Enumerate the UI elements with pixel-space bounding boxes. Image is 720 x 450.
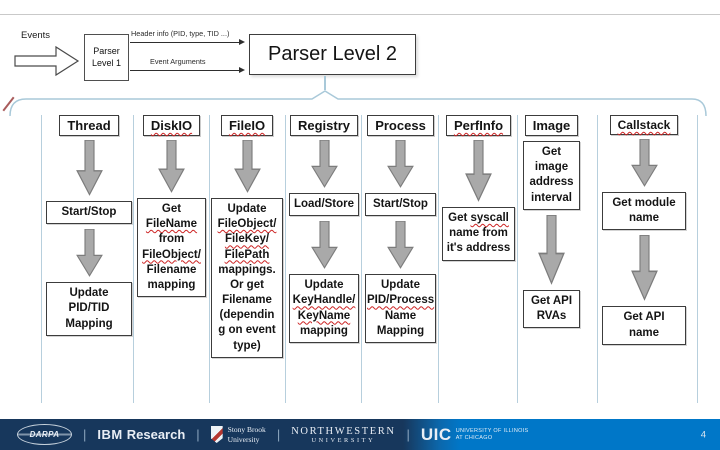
stony-brook-text: Stony Brook University xyxy=(228,425,266,444)
arrowhead-icon xyxy=(239,66,245,73)
column-header-diskio: DiskIO xyxy=(142,115,201,136)
down-arrow-icon xyxy=(630,139,658,187)
header-info-label: Header info (PID, type, TID ...) xyxy=(131,29,230,38)
down-arrow-icon xyxy=(310,140,338,188)
events-label: Events xyxy=(21,30,51,41)
northwestern-logo: NORTHWESTERN UNIVERSITY xyxy=(291,426,395,444)
flow-box-registry: Load/Store xyxy=(289,193,359,217)
column-header-callstack: Callstack xyxy=(609,115,679,135)
brace-connector-line xyxy=(324,76,326,90)
parser-level-1-label: Parser Level 1 xyxy=(91,46,122,68)
down-arrow-icon xyxy=(465,140,492,202)
ibm-research-logo: IBM Research xyxy=(97,427,185,442)
uic-line1: UNIVERSITY OF ILLINOIS xyxy=(455,427,529,434)
column-header-process: Process xyxy=(367,115,434,136)
column-separator xyxy=(41,115,42,403)
down-arrow-icon xyxy=(158,140,185,193)
down-arrow-icon xyxy=(538,214,565,285)
page-number: 4 xyxy=(700,429,706,440)
footer-separator: | xyxy=(276,427,281,442)
down-arrow-icon xyxy=(233,140,261,193)
northwestern-line2: UNIVERSITY xyxy=(311,436,376,444)
header-info-arrow xyxy=(130,38,245,45)
column-header-registry: Registry xyxy=(289,115,359,136)
events-block-arrow-icon xyxy=(14,45,80,77)
column-header-thread: Thread xyxy=(59,115,119,136)
footer-bar: DARPA | IBM Research | Stony Brook Unive… xyxy=(0,419,720,450)
footer-separator: | xyxy=(196,427,200,442)
horizontal-brace-icon xyxy=(9,90,707,117)
down-arrow-icon xyxy=(630,235,658,302)
ibm-logo-text: IBM xyxy=(97,427,123,442)
down-arrow-icon xyxy=(75,229,103,278)
uic-line2: AT CHICAGO xyxy=(455,434,493,441)
uic-university-text: UNIVERSITY OF ILLINOIS AT CHICAGO xyxy=(456,428,529,442)
down-arrow-icon xyxy=(387,221,414,270)
down-arrow-icon xyxy=(310,221,338,270)
footer-separator: | xyxy=(83,427,87,442)
column-separator xyxy=(597,115,598,403)
column-separator xyxy=(361,115,362,403)
ibm-research-text: Research xyxy=(126,427,186,442)
parser-level-2-label: Parser Level 2 xyxy=(268,43,397,65)
down-arrow-icon xyxy=(387,140,414,188)
column-separator xyxy=(517,115,518,403)
stony-brook-line1: Stony Brook xyxy=(227,425,266,435)
flow-box-process: Start/Stop xyxy=(365,193,436,217)
darpa-logo: DARPA xyxy=(17,424,72,445)
darpa-label: DARPA xyxy=(29,430,60,439)
event-arguments-label: Event Arguments xyxy=(150,57,206,66)
column-separator xyxy=(133,115,134,403)
down-arrow-icon xyxy=(75,140,103,196)
column-header-image: Image xyxy=(524,115,579,136)
stony-brook-logo: Stony Brook University xyxy=(210,425,266,444)
parser-level-1-box: Parser Level 1 xyxy=(84,34,129,81)
column-header-perfinfo: PerfInfo xyxy=(445,115,512,136)
parser-level-2-box: Parser Level 2 xyxy=(249,34,416,75)
column-separator xyxy=(285,115,286,403)
flow-box-thread: Start/Stop xyxy=(46,201,132,225)
column-separator xyxy=(208,115,210,403)
stony-brook-shield-icon xyxy=(210,426,223,443)
column-separator xyxy=(438,115,439,403)
event-arguments-arrow xyxy=(130,66,245,73)
uic-logo-text: UIC xyxy=(420,424,452,444)
top-divider-line xyxy=(0,14,720,15)
uic-logo: UIC UNIVERSITY OF ILLINOIS AT CHICAGO xyxy=(421,425,529,445)
column-separator xyxy=(697,115,698,403)
stony-brook-line2: University xyxy=(227,434,260,444)
northwestern-line1: NORTHWESTERN xyxy=(291,425,396,437)
column-header-fileio: FileIO xyxy=(220,115,274,136)
arrowhead-icon xyxy=(239,38,245,45)
footer-separator: | xyxy=(406,427,410,442)
